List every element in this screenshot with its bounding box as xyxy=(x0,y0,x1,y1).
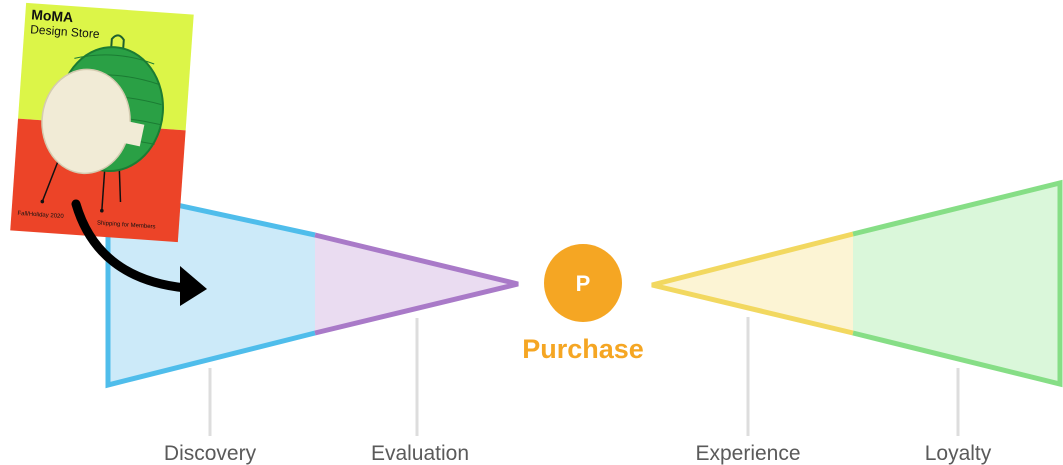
loyalty-region xyxy=(853,183,1060,384)
loyalty-outline xyxy=(852,179,1063,388)
label-guides xyxy=(208,317,960,436)
catalog-brand: MoMA xyxy=(31,6,74,25)
experience-region xyxy=(652,234,853,333)
catalog-season: Fall/Holiday 2020 xyxy=(17,211,64,220)
post-purchase-funnel xyxy=(651,179,1063,388)
curved-arrow xyxy=(71,199,207,306)
lamp-shade-white xyxy=(41,69,131,174)
experience-label: Experience xyxy=(695,442,800,465)
evaluation-region xyxy=(315,235,518,333)
evaluation-outline xyxy=(314,232,519,336)
discovery-outline xyxy=(105,186,316,389)
experience-outline xyxy=(651,231,854,336)
purchase-label: Purchase xyxy=(522,334,644,364)
discovery-label: Discovery xyxy=(164,442,257,465)
loyalty-label: Loyalty xyxy=(925,442,992,465)
catalog-subtitle: Design Store xyxy=(30,22,101,41)
catalog-note: Shipping for Members xyxy=(97,220,156,230)
purchase-marker: P Purchase xyxy=(522,244,644,364)
evaluation-label: Evaluation xyxy=(371,442,469,465)
arrow-head xyxy=(180,266,207,306)
purchase-badge-letter: P xyxy=(576,271,591,296)
catalog-cover-image: MoMA Design Store Fall/Holiday 2020 Ship… xyxy=(10,2,194,243)
purchase-badge xyxy=(544,244,622,322)
